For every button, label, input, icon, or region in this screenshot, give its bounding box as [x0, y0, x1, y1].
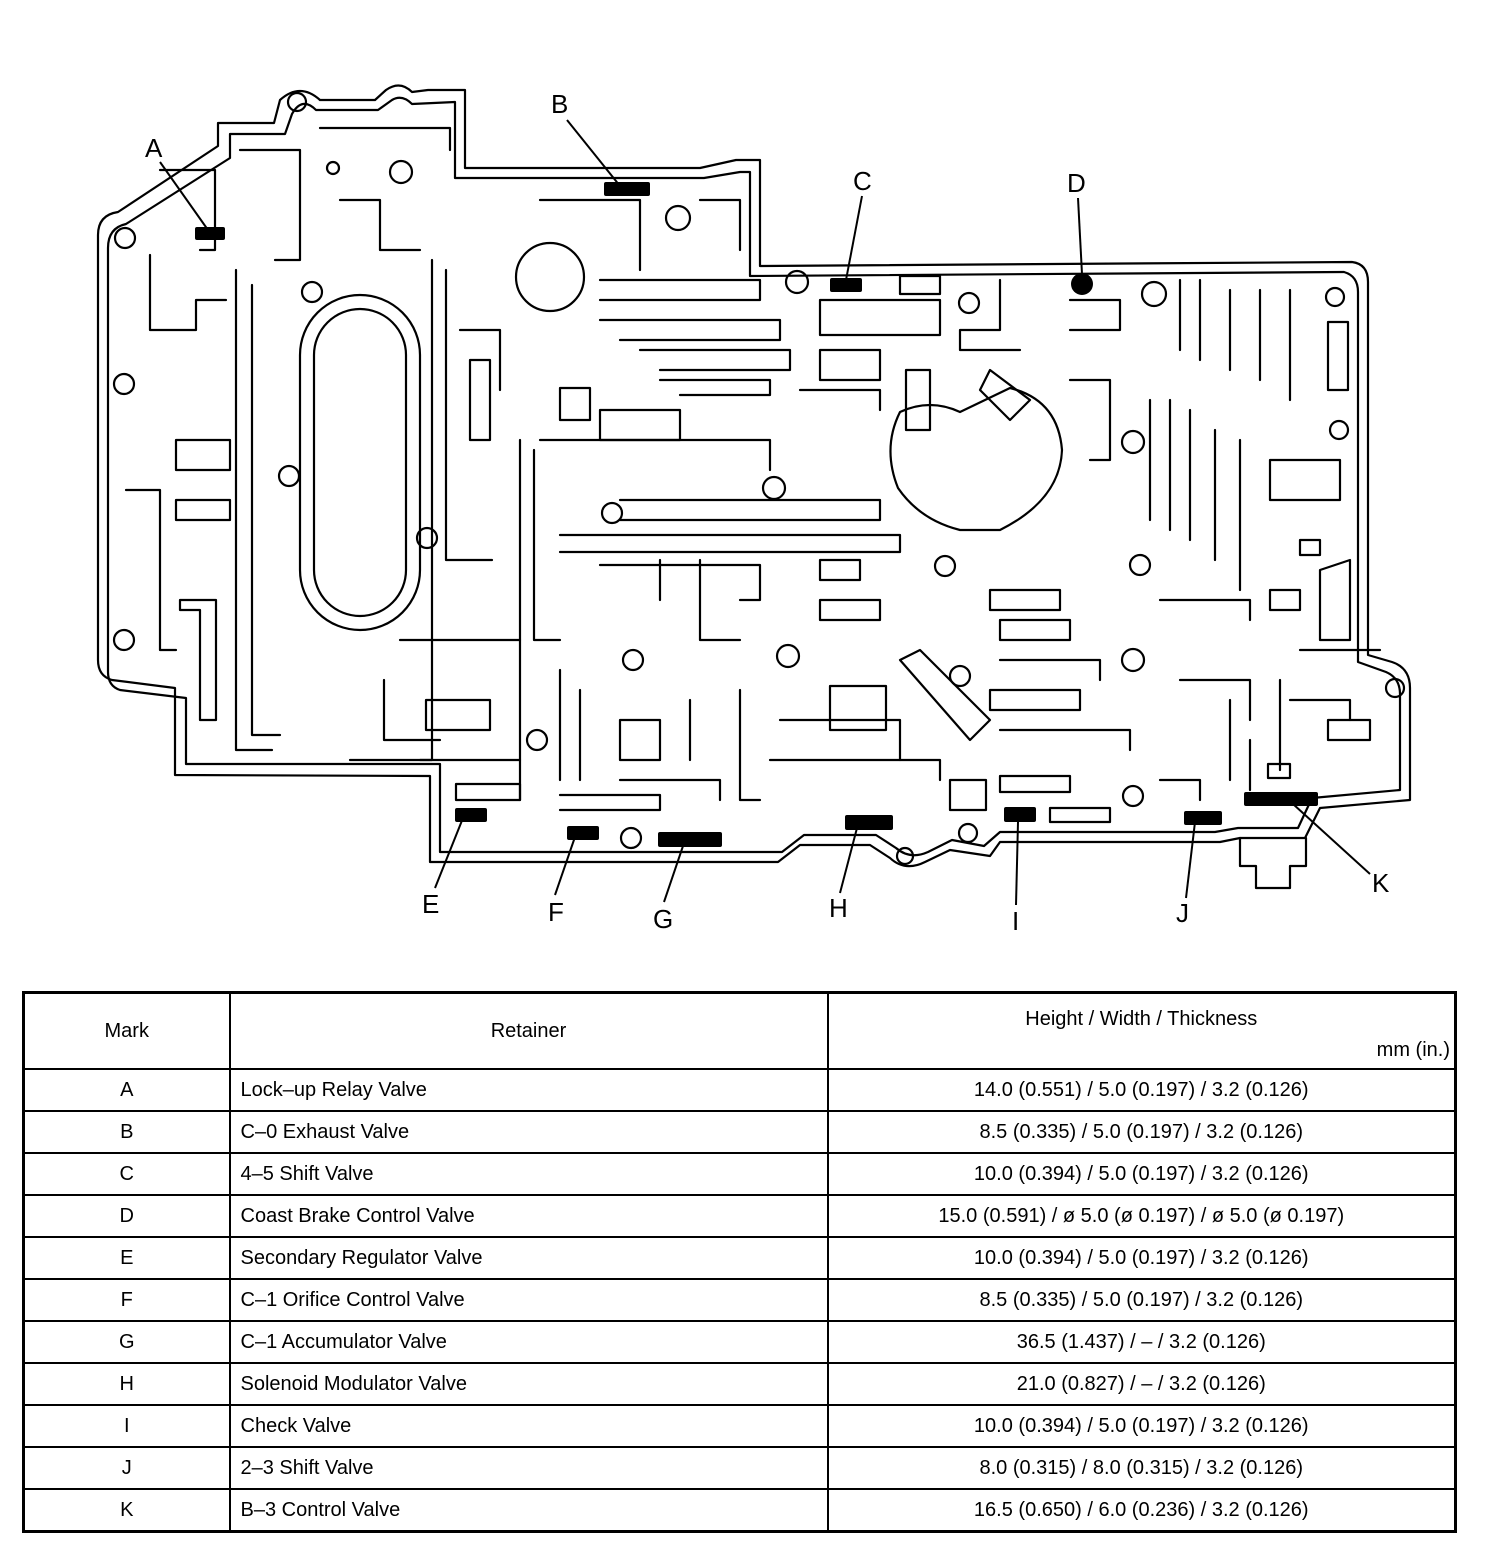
row-mark: C	[22, 1152, 231, 1196]
row-retainer: 4–5 Shift Valve	[228, 1152, 829, 1196]
row-mark: K	[22, 1488, 231, 1533]
retainer-k	[1244, 792, 1318, 806]
retainer-marks	[159, 119, 1371, 906]
retainer-g	[658, 832, 722, 847]
row-retainer: B–3 Control Valve	[228, 1488, 829, 1533]
row-mark: G	[22, 1320, 231, 1364]
retainer-b	[604, 182, 650, 196]
row-retainer: Lock–up Relay Valve	[228, 1068, 829, 1112]
row-mark: A	[22, 1068, 231, 1112]
row-mark: E	[22, 1236, 231, 1280]
retainer-d	[1071, 273, 1093, 295]
table-header-row: Mark Retainer Height / Width / Thickness…	[22, 991, 1457, 1070]
mark-label-j: J	[1176, 898, 1189, 928]
row-retainer: Secondary Regulator Valve	[228, 1236, 829, 1280]
retainer-e	[455, 808, 487, 822]
retainer-f	[567, 826, 599, 840]
row-dimensions: 8.0 (0.315) / 8.0 (0.315) / 3.2 (0.126)	[826, 1446, 1457, 1490]
valve-body-outline	[96, 84, 1412, 890]
retainer-i	[1004, 807, 1036, 822]
table-row: A Lock–up Relay Valve 14.0 (0.551) / 5.0…	[22, 1068, 1457, 1112]
retainer-a	[195, 227, 225, 240]
retainer-h	[845, 815, 893, 830]
row-dimensions: 15.0 (0.591) / ø 5.0 (ø 0.197) / ø 5.0 (…	[826, 1194, 1457, 1238]
table-row: H Solenoid Modulator Valve 21.0 (0.827) …	[22, 1362, 1457, 1406]
header-dimensions: Height / Width / Thickness mm (in.)	[826, 991, 1457, 1070]
row-mark: B	[22, 1110, 231, 1154]
row-dimensions: 8.5 (0.335) / 5.0 (0.197) / 3.2 (0.126)	[826, 1110, 1457, 1154]
row-dimensions: 10.0 (0.394) / 5.0 (0.197) / 3.2 (0.126)	[826, 1152, 1457, 1196]
row-retainer: Coast Brake Control Valve	[228, 1194, 829, 1238]
mark-labels: A B C D E F G H I J K	[145, 89, 1390, 936]
row-retainer: C–0 Exhaust Valve	[228, 1110, 829, 1154]
header-retainer: Retainer	[228, 991, 829, 1070]
table-row: G C–1 Accumulator Valve 36.5 (1.437) / –…	[22, 1320, 1457, 1364]
row-mark: J	[22, 1446, 231, 1490]
table-row: C 4–5 Shift Valve 10.0 (0.394) / 5.0 (0.…	[22, 1152, 1457, 1196]
table-row: F C–1 Orifice Control Valve 8.5 (0.335) …	[22, 1278, 1457, 1322]
row-retainer: Solenoid Modulator Valve	[228, 1362, 829, 1406]
table-row: B C–0 Exhaust Valve 8.5 (0.335) / 5.0 (0…	[22, 1110, 1457, 1154]
table-row: E Secondary Regulator Valve 10.0 (0.394)…	[22, 1236, 1457, 1280]
table-row: J 2–3 Shift Valve 8.0 (0.315) / 8.0 (0.3…	[22, 1446, 1457, 1490]
internal-passages	[112, 91, 1406, 866]
row-retainer: Check Valve	[228, 1404, 829, 1448]
mark-label-b: B	[551, 89, 568, 119]
mark-label-g: G	[653, 904, 673, 934]
table-row: D Coast Brake Control Valve 15.0 (0.591)…	[22, 1194, 1457, 1238]
mark-label-f: F	[548, 897, 564, 927]
mark-label-a: A	[145, 133, 163, 163]
table-row: I Check Valve 10.0 (0.394) / 5.0 (0.197)…	[22, 1404, 1457, 1448]
row-dimensions: 8.5 (0.335) / 5.0 (0.197) / 3.2 (0.126)	[826, 1278, 1457, 1322]
row-dimensions: 36.5 (1.437) / – / 3.2 (0.126)	[826, 1320, 1457, 1364]
mark-label-d: D	[1067, 168, 1086, 198]
valve-body-diagram: A B C D E F G H I J K	[96, 84, 1412, 936]
row-dimensions: 10.0 (0.394) / 5.0 (0.197) / 3.2 (0.126)	[826, 1404, 1457, 1448]
mark-label-h: H	[829, 893, 848, 923]
row-retainer: 2–3 Shift Valve	[228, 1446, 829, 1490]
retainer-j	[1184, 811, 1222, 825]
row-dimensions: 16.5 (0.650) / 6.0 (0.236) / 3.2 (0.126)	[826, 1488, 1457, 1533]
row-dimensions: 14.0 (0.551) / 5.0 (0.197) / 3.2 (0.126)	[826, 1068, 1457, 1112]
table-row: K B–3 Control Valve 16.5 (0.650) / 6.0 (…	[22, 1488, 1457, 1533]
retainer-spec-table: Mark Retainer Height / Width / Thickness…	[22, 991, 1457, 1533]
mark-label-k: K	[1372, 868, 1390, 898]
header-units-label: mm (in.)	[1376, 1039, 1450, 1061]
row-dimensions: 21.0 (0.827) / – / 3.2 (0.126)	[826, 1362, 1457, 1406]
row-mark: H	[22, 1362, 231, 1406]
row-retainer: C–1 Accumulator Valve	[228, 1320, 829, 1364]
row-retainer: C–1 Orifice Control Valve	[228, 1278, 829, 1322]
row-dimensions: 10.0 (0.394) / 5.0 (0.197) / 3.2 (0.126)	[826, 1236, 1457, 1280]
row-mark: I	[22, 1404, 231, 1448]
header-mark: Mark	[22, 991, 231, 1070]
mark-label-i: I	[1012, 906, 1019, 936]
row-mark: D	[22, 1194, 231, 1238]
mark-label-c: C	[853, 166, 872, 196]
row-mark: F	[22, 1278, 231, 1322]
retainer-c	[830, 278, 862, 292]
header-dimensions-label: Height / Width / Thickness	[1025, 1008, 1258, 1030]
mark-label-e: E	[422, 889, 439, 919]
